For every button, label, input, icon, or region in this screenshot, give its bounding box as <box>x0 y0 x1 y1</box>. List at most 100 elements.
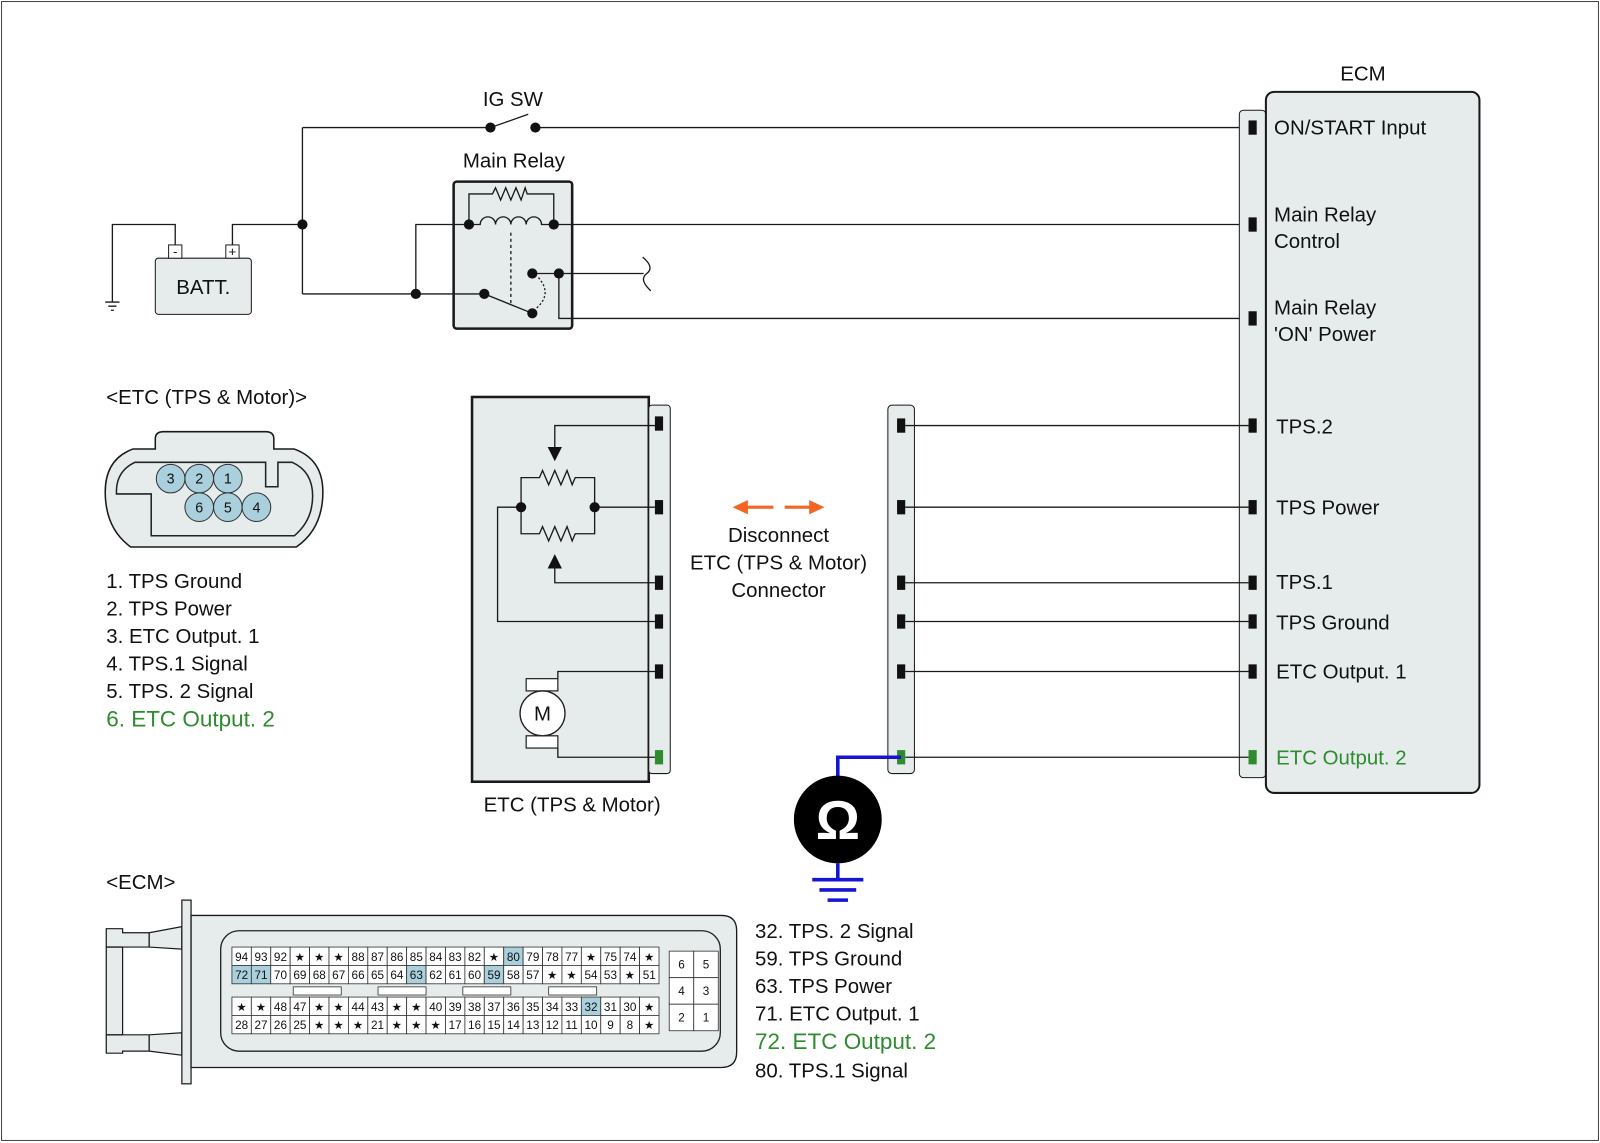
ecm-pin-number: ★ <box>489 951 500 964</box>
ecm-pin-cell <box>639 965 660 985</box>
ecm-pin-number: 21 <box>371 1019 384 1032</box>
ecm-pin-number: 14 <box>507 1019 521 1032</box>
ecm-pin-number: 75 <box>604 951 618 964</box>
ecm-pin-number: 12 <box>546 1019 559 1032</box>
ecm-pin-number: 40 <box>429 1001 443 1014</box>
ecm-connector-plug-side <box>105 925 183 1056</box>
ecm-pin-number: 80 <box>507 951 521 964</box>
ecm-pin-number: ★ <box>586 951 597 964</box>
etc-connector-pin-number: 1 <box>224 472 232 488</box>
wire-break-symbol <box>642 256 652 292</box>
ecm-pin-number: ★ <box>333 951 344 964</box>
disconnect-arrow-right-head <box>809 500 825 515</box>
ecm-pin-number: 88 <box>352 951 366 964</box>
battery-body <box>154 257 252 315</box>
ecm-aux-pin-cell <box>668 1003 695 1032</box>
ecm-pin-number: 33 <box>565 1001 579 1014</box>
ecm-grid-key <box>548 986 598 996</box>
ecm-pin-number: ★ <box>314 951 325 964</box>
ecm-pin-number: ★ <box>236 1001 247 1014</box>
ecm-pin-number: 44 <box>352 1001 366 1014</box>
ecm-pin-number: 35 <box>526 1001 540 1014</box>
ecm-aux-pin-number: 2 <box>678 1012 685 1025</box>
etc-legend-item: 4. TPS.1 Signal <box>106 654 248 676</box>
ecm-pin-number: 36 <box>507 1001 521 1014</box>
ecm-pin-number: 59 <box>487 969 500 982</box>
ig-switch-contact-right <box>530 122 541 133</box>
relay-coil <box>468 216 554 226</box>
ecm-pin-number: 67 <box>332 969 345 982</box>
tps-node-dot <box>589 502 600 513</box>
tps-resistor-top <box>520 468 596 508</box>
ecm-pin-number: ★ <box>314 1001 325 1014</box>
ecm-pin-tps1 <box>1248 575 1257 590</box>
ecm-pin-main-relay-on-power <box>1248 311 1257 326</box>
ecm-pin-number: 94 <box>235 951 249 964</box>
ecm-pin-tps-ground <box>1248 614 1257 629</box>
wire-battery-positive <box>231 223 303 245</box>
ecm-pin-number: ★ <box>644 1019 655 1032</box>
ecm-pin-number: ★ <box>430 1019 441 1032</box>
ecm-aux-pin-number: 5 <box>703 958 710 971</box>
ecm-legend-item: 32. TPS. 2 Signal <box>755 921 914 943</box>
ecm-aux-pin-number: 4 <box>678 985 685 998</box>
ecm-pin-number: ★ <box>644 1001 655 1014</box>
ecm-pin-number: ★ <box>411 1019 422 1032</box>
harness-pin <box>897 664 906 679</box>
ecm-pin-label-etc-output2: ETC Output. 2 <box>1276 747 1407 769</box>
ecm-pin-number: 86 <box>390 951 404 964</box>
ecm-pin-number: 38 <box>468 1001 482 1014</box>
ecm-pin-number: 72 <box>235 969 248 982</box>
ecm-aux-pin-number: 3 <box>703 985 710 998</box>
tps-node-dot <box>515 502 527 513</box>
battery-label: BATT. <box>176 277 230 299</box>
ecm-pin-number: 63 <box>410 969 424 982</box>
ecm-pin-number: 60 <box>468 969 482 982</box>
ecm-grid-key <box>292 986 342 996</box>
relay-coil-terminal-dot <box>548 219 559 230</box>
relay-switch-upper-contact-dot <box>527 268 538 279</box>
ecm-pin-number: ★ <box>314 1019 325 1032</box>
ecm-pin-number: 87 <box>371 951 384 964</box>
motor-brush-top <box>525 678 559 692</box>
ecm-aux-pin-cell <box>693 1003 719 1032</box>
etc-connector-pin-number: 2 <box>195 472 203 488</box>
ecm-pin-label-on-start: ON/START Input <box>1274 118 1426 140</box>
etc-pin <box>654 575 664 590</box>
ecm-pin-number: 93 <box>255 951 269 964</box>
etc-pin <box>654 664 664 679</box>
ecm-pin-number: 47 <box>293 1001 306 1014</box>
disconnect-note-line: ETC (TPS & Motor) <box>690 552 867 574</box>
ecm-pin-number: 62 <box>429 969 442 982</box>
ecm-legend-item-measured: 72. ETC Output. 2 <box>755 1029 936 1054</box>
ecm-pin-number: ★ <box>392 1001 403 1014</box>
tps-wiper-wire-bottom <box>554 567 655 584</box>
ecm-pin-label-main-relay-control: Control <box>1274 231 1340 253</box>
motor-wire-top <box>557 670 655 679</box>
ig-switch-label: IG SW <box>483 89 544 111</box>
main-relay-label: Main Relay <box>463 150 566 172</box>
ecm-connector-plug-detail <box>106 932 150 1052</box>
disconnect-arrow-left-head <box>732 500 748 515</box>
ecm-pin-number: 37 <box>487 1001 500 1014</box>
tps-wiper-wire-top <box>554 424 655 450</box>
ecm-pin-number: 32 <box>585 1001 598 1014</box>
ecm-pin-number: ★ <box>333 1019 344 1032</box>
ecm-pin-number: 74 <box>623 951 637 964</box>
wire-relay-coil-feed <box>415 223 469 294</box>
ecm-pin-label-main-relay-control: Main Relay <box>1274 204 1377 226</box>
ecm-pin-number: ★ <box>411 1001 422 1014</box>
ohmmeter-probe-lead <box>836 755 902 778</box>
ecm-pin-number: 77 <box>565 951 578 964</box>
ground-symbol-battery <box>105 301 120 311</box>
ecm-title: ECM <box>1340 64 1385 86</box>
ecm-pin-tps2 <box>1248 418 1257 433</box>
ecm-pin-number: 16 <box>468 1019 482 1032</box>
ecm-pin-number: 13 <box>526 1019 540 1032</box>
relay-coil-terminal-dot <box>463 219 475 230</box>
etc-legend-item: 2. TPS Power <box>106 598 232 620</box>
ecm-pin-number: 65 <box>371 969 385 982</box>
ecm-pin-number: 61 <box>449 969 462 982</box>
